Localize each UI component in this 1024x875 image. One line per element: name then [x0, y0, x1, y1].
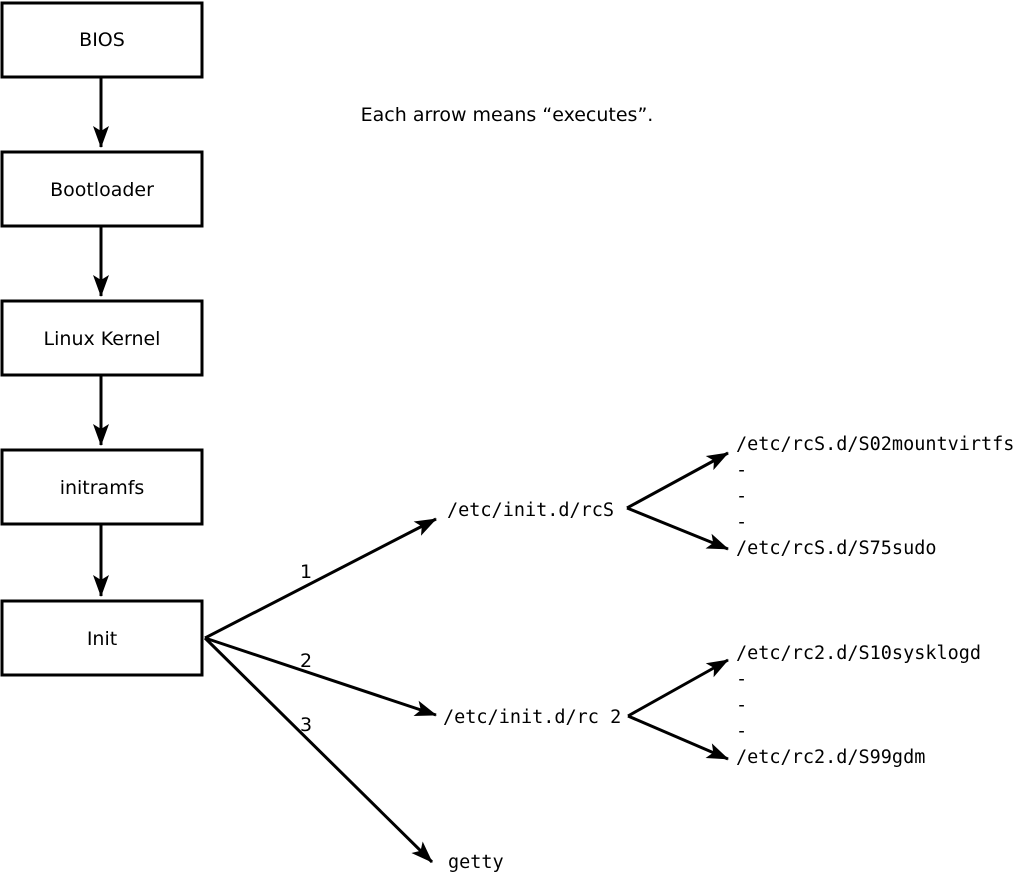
box-linux-kernel: Linux Kernel — [0, 299, 204, 377]
rcS-script-item: - — [736, 460, 747, 481]
rcS-script-item: - — [736, 512, 747, 533]
bios-box — [0, 1, 204, 79]
arrow-init-to-getty-icon — [203, 636, 434, 864]
rc2-target-label: /etc/init.d/rc 2 — [443, 707, 621, 728]
rc2-script-item: /etc/rc2.d/S99gdm — [736, 747, 925, 768]
box-bootloader: Bootloader — [0, 150, 204, 228]
branch-order-3: 3 — [300, 714, 312, 736]
rcS-script-item: /etc/rcS.d/S75sudo — [736, 538, 936, 559]
branch-order-2: 2 — [300, 650, 312, 672]
note-text: Each arrow means “executes”. — [361, 104, 654, 126]
rc2-script-item: - — [736, 721, 747, 742]
rc2-script-item: - — [736, 669, 747, 690]
arrow-rcS-to-first-script-icon — [626, 451, 729, 510]
init-label: Init — [87, 628, 117, 650]
rc2-script-item: /etc/rc2.d/S10sysklogd — [736, 643, 981, 664]
bootloader-box — [0, 150, 204, 228]
init-box — [0, 599, 204, 677]
box-init: Init — [0, 599, 204, 677]
box-bios: BIOS — [0, 1, 204, 79]
getty-target-label: getty — [448, 852, 504, 873]
box-initramfs: initramfs — [0, 448, 204, 526]
linux-kernel-label: Linux Kernel — [44, 328, 161, 350]
initramfs-box — [0, 448, 204, 526]
arrow-init-to-rcS-icon — [204, 517, 437, 640]
bootloader-label: Bootloader — [50, 179, 154, 201]
rcS-script-item: /etc/rcS.d/S02mountvirtfs — [736, 434, 1014, 455]
arrow-rc2-to-first-script-icon — [627, 658, 729, 718]
branch-order-1: 1 — [300, 561, 312, 583]
rcS-target-label: /etc/init.d/rcS — [447, 500, 614, 521]
arrow-rcS-to-last-script-icon — [626, 506, 729, 551]
initramfs-label: initramfs — [60, 477, 145, 499]
rc2-script-item: - — [736, 695, 747, 716]
bios-label: BIOS — [79, 29, 125, 51]
arrow-rc2-to-last-script-icon — [627, 714, 729, 761]
rcS-script-item: - — [736, 486, 747, 507]
arrow-init-to-rc2-icon — [204, 636, 437, 717]
